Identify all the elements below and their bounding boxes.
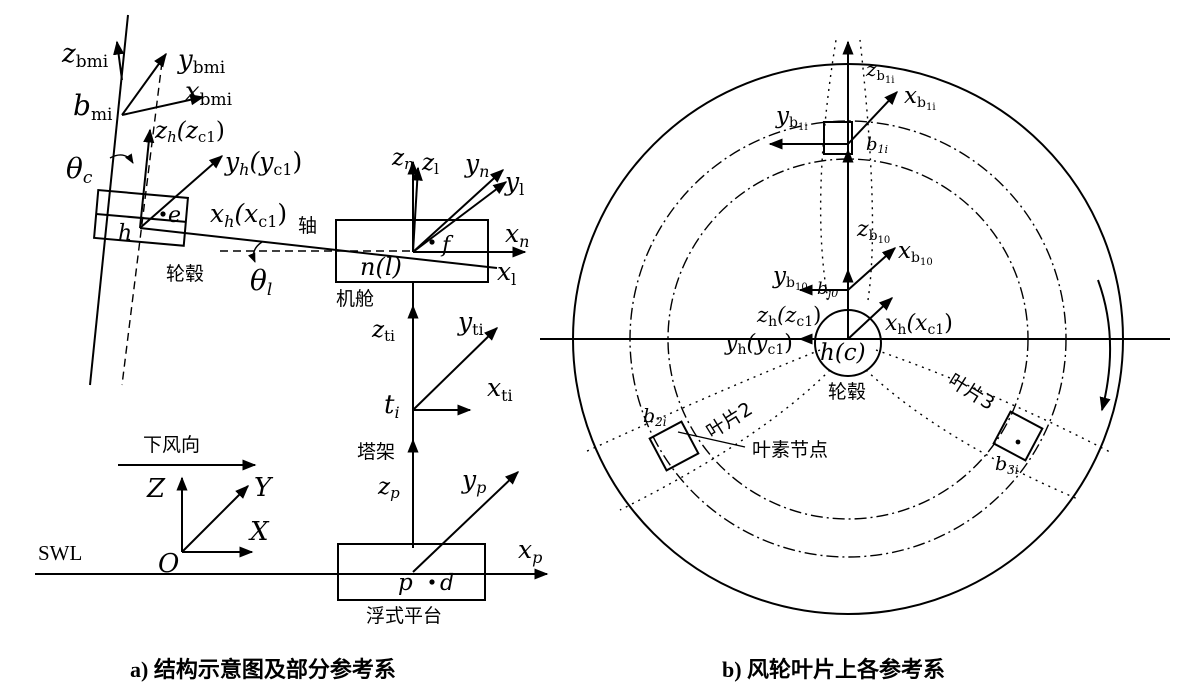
hub-label: 轮毂	[828, 381, 866, 403]
x-n-label: xn	[505, 219, 529, 251]
x-b1i-label: xb1i	[904, 83, 936, 113]
theta-c-arc	[109, 153, 134, 164]
b-mi-label: bmi	[73, 89, 113, 125]
x-b10-label: xb10	[898, 238, 933, 268]
platform-box	[337, 543, 486, 601]
global-Z-label: Z	[146, 474, 166, 504]
shaft-line	[139, 227, 498, 269]
theta-c-label: θc	[66, 152, 93, 188]
b2i-label: b2i	[643, 405, 667, 429]
y-l-label: yl	[504, 167, 524, 199]
blade-2-outline	[584, 349, 831, 511]
b1i-x-arrow	[847, 90, 898, 145]
tower-label: 塔架	[357, 441, 395, 463]
y-n-label: yn	[464, 149, 489, 181]
theta-l-arc	[247, 241, 263, 263]
hub-x-label: xh(xc1)	[885, 311, 953, 338]
b1i-label: b1i	[866, 134, 888, 156]
platform-label: 浮式平台	[366, 605, 442, 627]
z-bmi-label: zbmi	[61, 39, 109, 72]
global-Y-label: Y	[254, 473, 274, 503]
y-p-label: yp	[461, 465, 486, 497]
y-b1i-label: yb1i	[775, 103, 808, 133]
x-h-label: xh(xc1)	[210, 199, 287, 231]
hub-label: 轮毂	[166, 263, 204, 285]
hub-x-arrow	[847, 297, 894, 340]
panel-b-caption: b) 风轮叶片上各参考系	[722, 657, 945, 682]
hub-box	[92, 188, 190, 247]
blade-element-b2i-box	[648, 420, 700, 472]
tower-y-arrow	[412, 327, 499, 411]
blade-3-outline	[865, 349, 1111, 501]
blade-element-b3i-box	[992, 410, 1044, 462]
x-bmi-label: xbmi	[185, 77, 233, 110]
x-p-label: xp	[518, 535, 542, 567]
y-bmi-label: ybmi	[177, 45, 226, 78]
blade-element-b1i-box	[823, 121, 853, 155]
panel-b-rotor-diagram: h(c) 轮毂 zh(zc1) xh(xc1) yh(yc1) zb10 xb1…	[540, 39, 1170, 682]
x-bmi-arrow	[121, 94, 205, 116]
hub-z-label: zh(zc1)	[756, 303, 821, 330]
shaft-label: 轴	[298, 215, 317, 237]
point-p-label: p	[398, 570, 413, 596]
swl-label: SWL	[38, 541, 82, 565]
x-l-label: xl	[497, 257, 516, 289]
panel-a-caption: a) 结构示意图及部分参考系	[130, 657, 396, 682]
rotation-direction-arrow	[1097, 279, 1112, 412]
point-f-dot	[429, 239, 435, 245]
y-h-label: yh(yc1)	[224, 147, 302, 179]
z-l-label: zl	[421, 150, 439, 178]
y-h-arrow	[139, 155, 224, 229]
z-bmi-arrow	[113, 40, 125, 81]
blade-1-outline	[819, 39, 874, 301]
blade-3-label: 叶片3	[944, 370, 998, 415]
nacelle-zl-axis	[411, 166, 423, 253]
point-d-label: d	[440, 571, 454, 596]
point-d-dot	[429, 579, 435, 585]
nacelle-label: 机舱	[336, 288, 374, 310]
global-O-label: O	[158, 549, 179, 579]
nacelle-yl-axis	[412, 181, 508, 253]
platform-y-arrow	[412, 471, 520, 573]
node-leader-line	[677, 431, 746, 448]
x-ti-label: xti	[487, 373, 513, 405]
point-e-dot	[160, 211, 166, 217]
theta-l-label: θl	[250, 264, 272, 300]
hub-hc-label: h(c)	[820, 340, 866, 366]
point-f-label: f	[440, 233, 454, 258]
blade-pitch-dashed-line	[121, 61, 163, 386]
z-b10-label: zb10	[856, 217, 890, 246]
z-n-label: zn	[391, 145, 414, 173]
b3i-label: b3i	[995, 453, 1019, 477]
y-bmi-arrow	[121, 52, 167, 116]
global-Y-arrow	[181, 485, 249, 553]
global-X-label: X	[248, 517, 270, 547]
point-h-label: h	[118, 221, 132, 246]
n-l-label: n(l)	[360, 253, 402, 281]
t-i-label: ti	[384, 390, 400, 422]
b-j0-label: bj0	[817, 279, 838, 300]
z-h-arrow	[139, 128, 155, 229]
wind-direction-label: 下风向	[143, 434, 200, 456]
z-b1i-label: zb1i	[865, 57, 894, 86]
nacelle-yn-axis	[412, 169, 505, 253]
bj0-x-arrow	[847, 247, 897, 291]
hub-y-label: yh(yc1)	[724, 331, 793, 358]
z-ti-label: zti	[371, 317, 395, 345]
y-ti-label: yti	[457, 307, 484, 339]
z-h-label: zh(zc1)	[154, 118, 225, 146]
point-e-label: e	[168, 203, 181, 228]
y-b10-label: yb10	[772, 263, 808, 293]
blade-element-b3i-dot	[1015, 439, 1021, 445]
panel-a-structure-diagram: zbmi ybmi xbmi bmi zh(zc1) θc yh(yc1) e …	[35, 14, 549, 682]
element-node-label: 叶素节点	[752, 439, 828, 461]
z-p-label: zp	[377, 474, 400, 502]
